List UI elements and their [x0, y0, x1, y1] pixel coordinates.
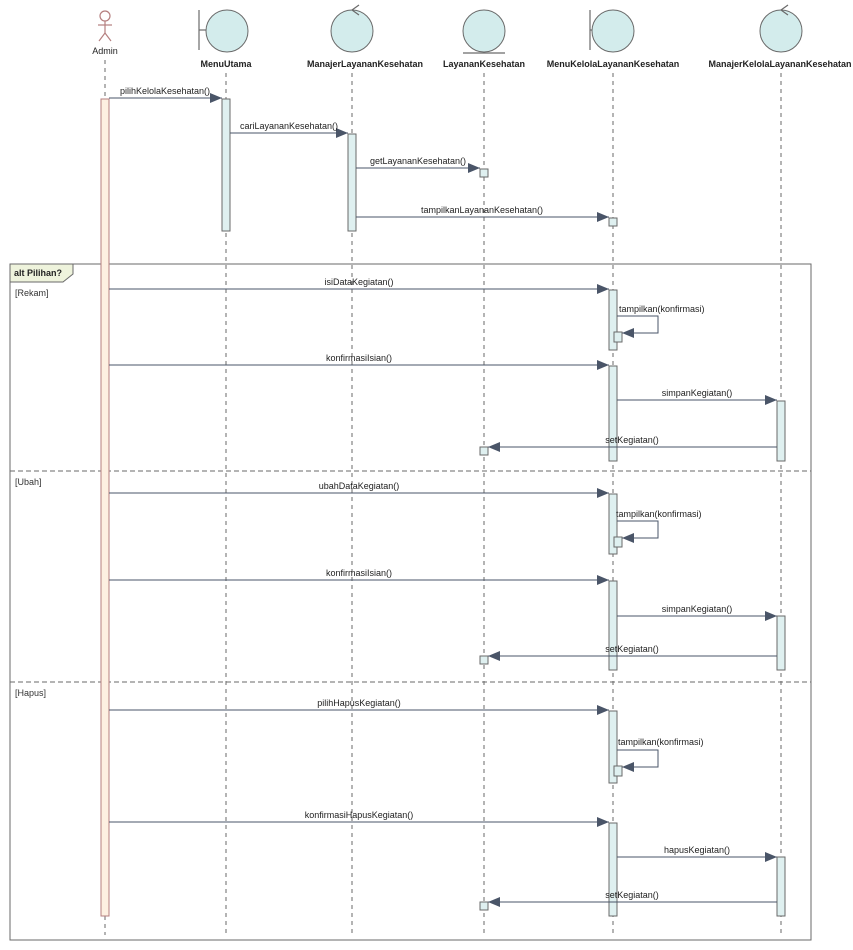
- message-label: pilihKelolaKesehatan(): [120, 86, 210, 96]
- alt-fragment: alt Pilihan? [Rekam] [Ubah] [Hapus]: [9, 263, 812, 941]
- activation-layanan: [479, 655, 489, 665]
- messages: [109, 93, 777, 907]
- activation-menu-kelola: [608, 710, 618, 784]
- activation-menu-kelola-self: [613, 536, 623, 548]
- control-icon: [759, 4, 803, 53]
- boundary-icon: [198, 9, 249, 53]
- message-label: simpanKegiatan(): [662, 388, 733, 398]
- activation-manajer-kelola: [776, 615, 786, 671]
- message-label: tampilkan(konfirmasi): [619, 304, 705, 314]
- message-label: konfirmasiIsian(): [326, 568, 392, 578]
- activation-manajer-kelola: [776, 400, 786, 462]
- participant-layanan: LayananKesehatan: [443, 9, 525, 69]
- activation-layanan: [479, 446, 489, 456]
- guard-rekam: [Rekam]: [15, 288, 49, 298]
- lifelines: [104, 60, 782, 935]
- activation-menu-kelola: [608, 580, 618, 671]
- participant-admin: Admin: [92, 10, 118, 56]
- message-label: tampilkan(konfirmasi): [618, 737, 704, 747]
- control-icon: [330, 4, 374, 53]
- message-label: tampilkan(konfirmasi): [616, 509, 702, 519]
- participant-menu-kelola: MenuKelolaLayananKesehatan: [547, 9, 680, 69]
- self-message-arrow: [617, 315, 659, 338]
- message-label: konfirmasiHapusKegiatan(): [305, 810, 414, 820]
- activation-menu-kelola: [608, 217, 618, 227]
- fragment-label: alt Pilihan?: [14, 268, 62, 278]
- participant-name: Admin: [92, 46, 118, 56]
- activation-menu-kelola: [608, 493, 618, 555]
- activation-menu-kelola: [608, 822, 618, 917]
- activation-menu-utama: [221, 98, 231, 232]
- activation-menu-kelola-self: [613, 331, 623, 343]
- message-label: cariLayananKesehatan(): [240, 121, 338, 131]
- participant-name: LayananKesehatan: [443, 59, 525, 69]
- message-label: isiDataKegiatan(): [324, 277, 393, 287]
- message-label: ubahDataKegiatan(): [319, 481, 400, 491]
- activation-admin: [100, 98, 110, 917]
- message-label: simpanKegiatan(): [662, 604, 733, 614]
- message-label: tampilkanLayananKesehatan(): [421, 205, 543, 215]
- participant-name: MenuUtama: [200, 59, 252, 69]
- activation-manajer-layanan: [347, 133, 357, 232]
- message-label: hapusKegiatan(): [664, 845, 730, 855]
- message-label: getLayananKesehatan(): [370, 156, 466, 166]
- message-label: konfirmasiIsian(): [326, 353, 392, 363]
- fragment-label-box: [9, 263, 74, 283]
- actor-icon: [98, 10, 112, 42]
- message-labels: pilihKelolaKesehatan() cariLayananKeseha…: [120, 86, 732, 900]
- entity-icon: [462, 9, 506, 54]
- message-label: pilihHapusKegiatan(): [317, 698, 401, 708]
- self-message-arrow: [617, 749, 659, 772]
- participant-name: MenuKelolaLayananKesehatan: [547, 59, 680, 69]
- message-label: setKegiatan(): [605, 890, 659, 900]
- activation-layanan: [479, 901, 489, 911]
- participant-name: ManajerLayananKesehatan: [307, 59, 423, 69]
- guard-ubah: [Ubah]: [15, 477, 42, 487]
- activation-manajer-kelola: [776, 856, 786, 917]
- guard-hapus: [Hapus]: [15, 688, 46, 698]
- activations: [100, 98, 786, 917]
- activation-menu-kelola: [608, 289, 618, 351]
- activation-menu-kelola-self: [613, 765, 623, 777]
- self-message-arrow: [617, 520, 659, 543]
- activation-layanan: [479, 168, 489, 178]
- message-label: setKegiatan(): [605, 435, 659, 445]
- participant-manajer-layanan: ManajerLayananKesehatan: [307, 4, 423, 69]
- participant-name: ManajerKelolaLayananKesehatan: [708, 59, 851, 69]
- fragment-frame: [9, 263, 812, 941]
- boundary-icon: [589, 9, 635, 53]
- participant-menu-utama: MenuUtama: [198, 9, 252, 69]
- activation-menu-kelola: [608, 365, 618, 462]
- message-label: setKegiatan(): [605, 644, 659, 654]
- participant-manajer-kelola: ManajerKelolaLayananKesehatan: [708, 4, 852, 69]
